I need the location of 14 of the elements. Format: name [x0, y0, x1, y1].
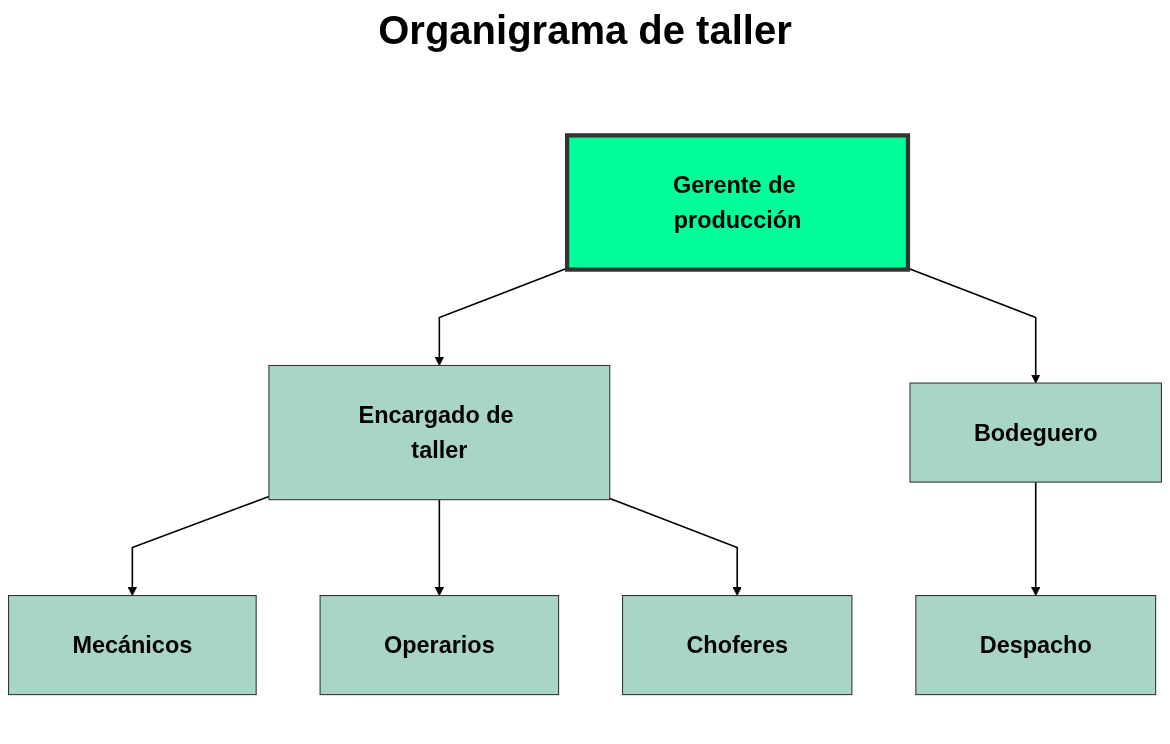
arrow [907, 267, 1041, 384]
node-box: Encargado de taller [268, 364, 611, 501]
node-box: Bodeguero [909, 382, 1162, 483]
node-box: Operarios [319, 595, 560, 696]
node-box: Mecánicos [8, 595, 257, 696]
arrow [434, 498, 445, 596]
arrow [127, 495, 270, 596]
arrow [434, 267, 568, 366]
arrow [608, 497, 742, 596]
node-box: Gerente de producción [565, 133, 911, 272]
arrow [1031, 481, 1041, 596]
chart-title: Organigrama de taller [378, 8, 792, 54]
node-box: Despacho [915, 595, 1157, 696]
node-box: Choferes [621, 595, 853, 696]
